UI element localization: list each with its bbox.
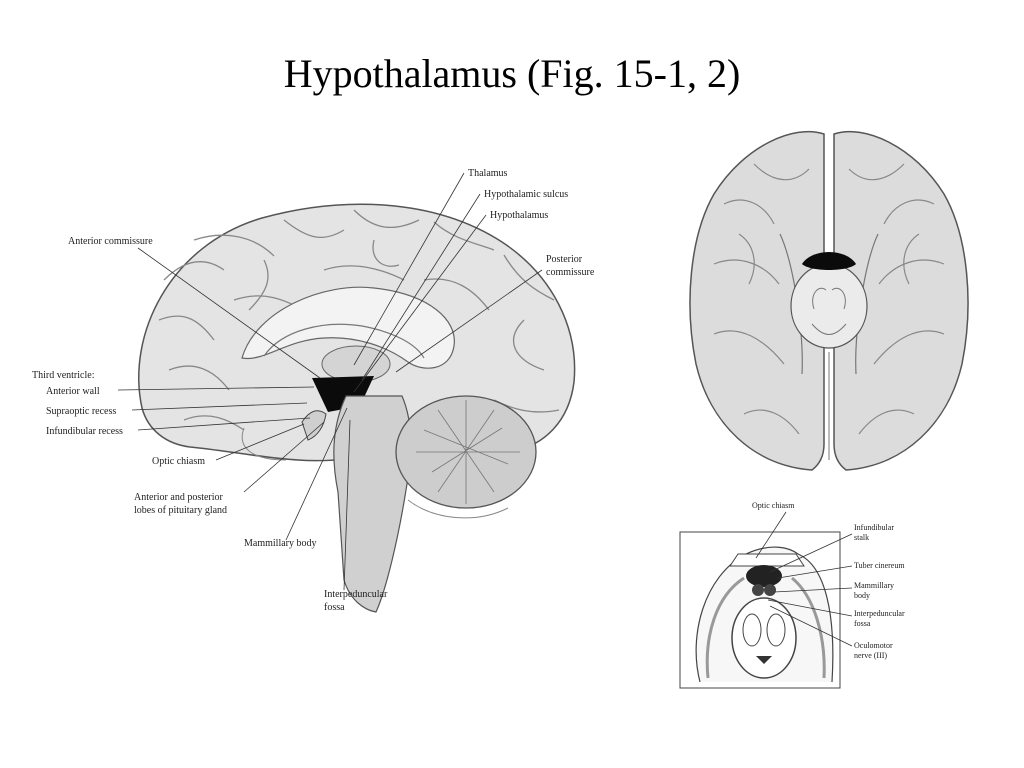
inset-figure: Optic chiasm Infundibular stalk Tuber ci… — [664, 496, 964, 696]
label-infundibular-recess: Infundibular recess — [46, 426, 123, 437]
label-posterior-commissure-line1: Posterior — [546, 254, 583, 265]
inferior-brain-figure — [684, 124, 974, 479]
inset-labels: Optic chiasm Infundibular stalk Tuber ci… — [752, 501, 905, 660]
label-mammillary-body: Mammillary body — [244, 538, 317, 549]
inset-label-oculomotor-line1: Oculomotor — [854, 641, 893, 650]
inset-label-infundibular-line2: stalk — [854, 533, 869, 542]
label-supraoptic-recess: Supraoptic recess — [46, 406, 116, 417]
sagittal-leader-lines — [117, 172, 543, 591]
label-interpeduncular-line1: Interpeduncular — [324, 589, 388, 600]
inset-label-interpeduncular-line2: fossa — [854, 619, 871, 628]
inset-leader-lines — [755, 511, 853, 647]
slide-title: Hypothalamus (Fig. 15-1, 2) — [283, 51, 741, 96]
brain-illustration — [138, 203, 576, 613]
inset-label-tuber-cinereum: Tuber cinereum — [854, 561, 905, 570]
inset-label-optic-chiasm: Optic chiasm — [752, 501, 795, 510]
label-pituitary-line1: Anterior and posterior — [134, 492, 224, 503]
label-pituitary-line2: lobes of pituitary gland — [134, 505, 227, 516]
label-posterior-commissure-line2: commissure — [546, 267, 595, 278]
label-thalamus: Thalamus — [468, 168, 508, 179]
inset-label-interpeduncular-line1: Interpeduncular — [854, 609, 905, 618]
label-anterior-wall: Anterior wall — [46, 386, 100, 397]
label-anterior-commissure: Anterior commissure — [68, 236, 153, 247]
sagittal-labels: Thalamus Hypothalamic sulcus Hypothalamu… — [32, 168, 595, 613]
inset-label-mammillary-line1: Mammillary — [854, 581, 894, 590]
inset-illustration — [695, 546, 834, 683]
inset-label-infundibular-line1: Infundibular — [854, 523, 894, 532]
inferior-brain-illustration — [689, 130, 969, 471]
sagittal-brain-figure: Thalamus Hypothalamic sulcus Hypothalamu… — [24, 160, 624, 620]
inset-label-mammillary-line2: body — [854, 591, 870, 600]
label-hypothalamus: Hypothalamus — [490, 210, 548, 221]
label-hypothalamic-sulcus: Hypothalamic sulcus — [484, 189, 568, 200]
label-optic-chiasm: Optic chiasm — [152, 456, 205, 467]
inset-label-oculomotor-line2: nerve (III) — [854, 651, 887, 660]
label-interpeduncular-line2: fossa — [324, 602, 345, 613]
label-third-ventricle: Third ventricle: — [32, 370, 94, 381]
